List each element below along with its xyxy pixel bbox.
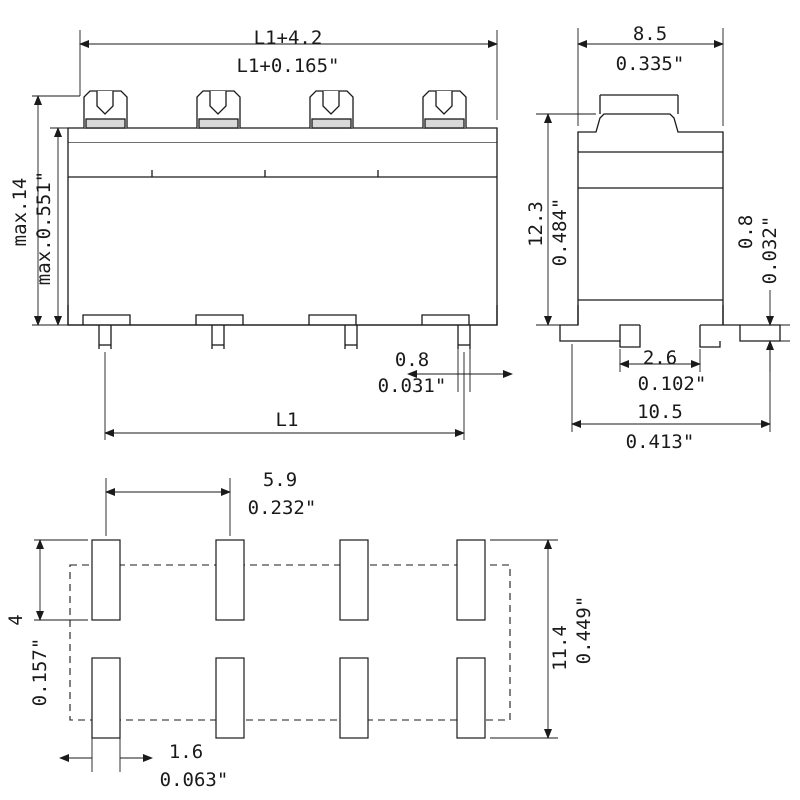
front-pin-width-in: 0.031" <box>378 375 447 397</box>
side-view-labels: 8.5 0.335" 12.3 0.484" 0.8 0.032" 2.6 0.… <box>525 23 781 453</box>
side-width-mm: 8.5 <box>633 23 667 45</box>
footprint-row-spacing-in: 0.449" <box>573 596 595 665</box>
side-inner-pitch-mm: 2.6 <box>643 347 677 369</box>
footprint-pad-width-mm: 1.6 <box>169 741 203 763</box>
side-pin-thickness-mm: 0.8 <box>735 215 757 249</box>
front-base-length: L1 <box>276 409 299 431</box>
front-width-mm: L1+4.2 <box>254 27 323 49</box>
footprint-view-dimensions <box>34 478 558 772</box>
side-view-geometry <box>559 94 781 348</box>
front-pin-width-mm: 0.8 <box>395 349 429 371</box>
side-height-in: 0.484" <box>549 198 571 267</box>
footprint-pitch-in: 0.232" <box>248 497 317 519</box>
footprint-pad-height-mm: 4 <box>5 614 27 625</box>
front-view-geometry <box>67 90 498 349</box>
front-width-in: L1+0.165" <box>237 55 340 77</box>
footprint-pitch-mm: 5.9 <box>263 469 297 491</box>
front-view-dimensions <box>32 30 513 440</box>
footprint-pad-height-in: 0.157" <box>29 638 51 707</box>
side-inner-pitch-in: 0.102" <box>638 373 707 395</box>
front-height-mm: max.14 <box>9 178 31 247</box>
footprint-view-geometry <box>69 539 511 739</box>
side-outer-span-in: 0.413" <box>626 431 695 453</box>
side-height-mm: 12.3 <box>525 201 547 247</box>
footprint-pad-width-in: 0.063" <box>160 769 229 791</box>
front-view-labels: L1+4.2 L1+0.165" max.14 max.0.551" 0.8 0… <box>9 27 446 431</box>
footprint-view-labels: 5.9 0.232" 4 0.157" 11.4 0.449" 1.6 0.06… <box>5 469 595 791</box>
side-width-in: 0.335" <box>616 53 685 75</box>
front-height-in: max.0.551" <box>33 171 55 285</box>
footprint-row-spacing-mm: 11.4 <box>549 625 571 671</box>
side-pin-thickness-in: 0.032" <box>759 216 781 285</box>
side-view-dimensions <box>536 28 790 432</box>
side-outer-span-mm: 10.5 <box>637 401 683 423</box>
